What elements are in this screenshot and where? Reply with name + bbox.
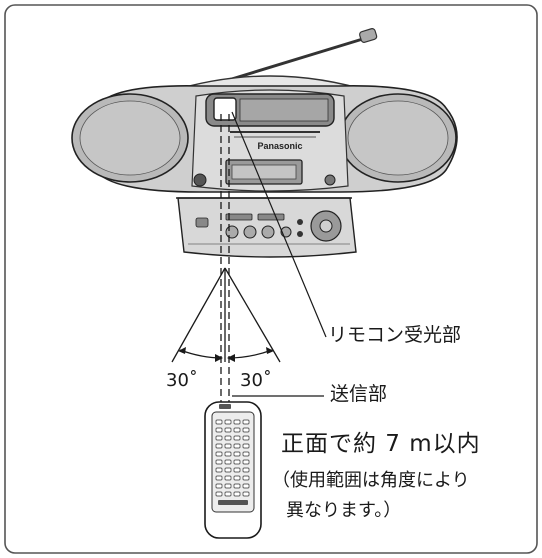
remote-key [233, 475, 241, 481]
remote-control [204, 401, 262, 539]
cassette-inner [231, 164, 297, 180]
remote-key [242, 451, 250, 457]
cone-left-edge [171, 267, 226, 363]
remote-key [224, 419, 232, 425]
remote-key [215, 419, 223, 425]
arrowhead [266, 347, 274, 354]
remote-key [215, 435, 223, 441]
remote-keypad [215, 419, 250, 497]
ctrl-small-button [297, 231, 303, 237]
remote-key [224, 443, 232, 449]
remote-key [224, 491, 232, 497]
remote-key [215, 427, 223, 433]
remote-key [224, 483, 232, 489]
antenna [221, 36, 367, 84]
ctrl-small-button [297, 219, 303, 225]
remote-key [215, 483, 223, 489]
remote-key [233, 435, 241, 441]
remote-key [215, 459, 223, 465]
ctrl-round-button [261, 225, 275, 239]
receiver-label: リモコン受光部 [328, 324, 462, 346]
remote-key [242, 427, 250, 433]
left-knob [193, 173, 207, 187]
remote-key [233, 443, 241, 449]
ctrl-button [195, 217, 209, 228]
remote-key [242, 459, 250, 465]
remote-key [215, 467, 223, 473]
remote-key [215, 443, 223, 449]
remote-key [233, 483, 241, 489]
remote-key [233, 467, 241, 473]
display-screen [239, 98, 329, 122]
right-speaker-inner [347, 100, 449, 176]
remote-key [224, 427, 232, 433]
brand-logo: Panasonic [257, 141, 302, 151]
cone-right-edge [224, 267, 281, 363]
remote-key [242, 475, 250, 481]
receiver-leader [231, 111, 327, 338]
remote-key [224, 435, 232, 441]
remote-key [233, 459, 241, 465]
remote-key [233, 419, 241, 425]
remote-bottom-key [218, 500, 248, 505]
jog-dial-center [319, 219, 333, 233]
boombox: Panasonic [71, 28, 458, 258]
range-label: 正面で約 7 m以内 [281, 431, 481, 457]
right-knob [324, 174, 336, 186]
arrowhead [215, 354, 223, 362]
arrowhead [178, 347, 186, 354]
sender-label: 送信部 [330, 383, 388, 405]
ctrl-round-button [225, 225, 239, 239]
range-note-line1: （使用範囲は角度により [272, 470, 470, 491]
ctrl-round-button [243, 225, 257, 239]
remote-key [242, 483, 250, 489]
range-note-line2: 異なります。） [286, 500, 402, 521]
remote-sensor [213, 97, 237, 121]
remote-key [224, 459, 232, 465]
ctrl-button [225, 213, 253, 221]
left-speaker-inner [79, 100, 181, 176]
angle-right-label: 30˚ [240, 370, 272, 391]
remote-key [242, 419, 250, 425]
remote-key [233, 491, 241, 497]
ctrl-button [257, 213, 285, 221]
remote-key [215, 491, 223, 497]
remote-key [242, 491, 250, 497]
remote-key [224, 451, 232, 457]
antenna-tip [359, 28, 378, 43]
remote-key [233, 451, 241, 457]
remote-key [242, 443, 250, 449]
remote-key [215, 451, 223, 457]
remote-key [242, 467, 250, 473]
remote-key [242, 435, 250, 441]
remote-emitter [219, 404, 231, 409]
angle-left-label: 30˚ [166, 370, 198, 391]
remote-key [215, 475, 223, 481]
arrowhead [227, 354, 235, 362]
remote-key [233, 427, 241, 433]
remote-key [224, 475, 232, 481]
remote-key [224, 467, 232, 473]
